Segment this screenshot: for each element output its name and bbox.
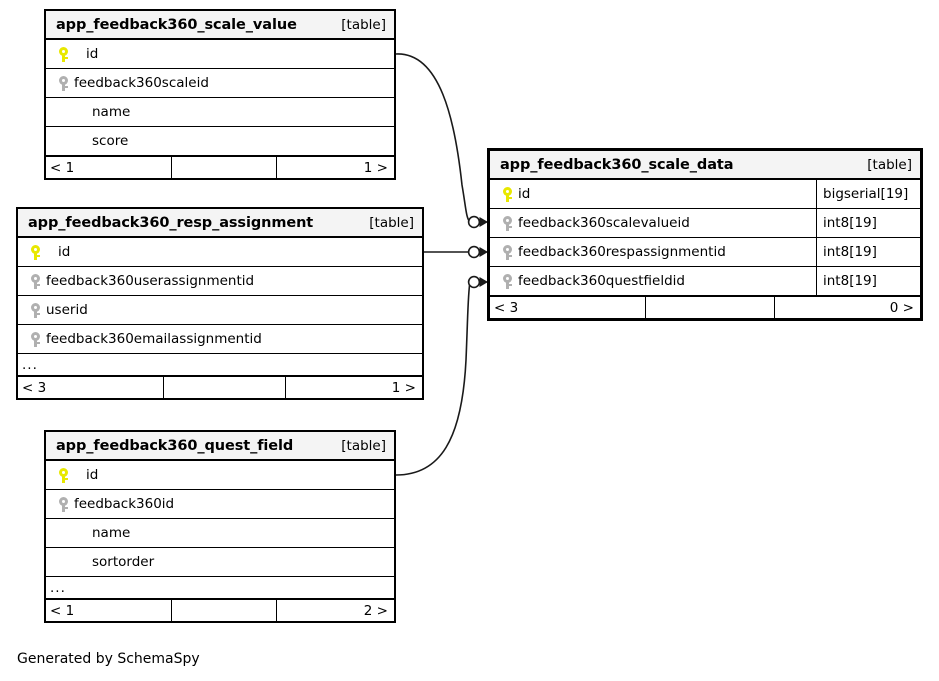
column-row-name[interactable]: name	[46, 98, 394, 127]
foreign-key-icon	[52, 496, 74, 512]
table-title: app_feedback360_scale_data	[500, 156, 734, 173]
column-name: userid	[46, 302, 88, 318]
column-name: sortorder	[92, 554, 155, 570]
table-app-feedback360-scale-value[interactable]: app_feedback360_scale_value [table] id f…	[44, 9, 396, 180]
footer-middle-cell	[163, 377, 284, 398]
table-app-feedback360-resp-assignment[interactable]: app_feedback360_resp_assignment [table] …	[16, 207, 424, 400]
table-header: app_feedback360_resp_assignment [table]	[18, 209, 422, 238]
table-degree-footer: < 1 2 >	[46, 599, 394, 621]
column-type: int8[19]	[816, 209, 920, 237]
column-row-feedback360userassignmentid[interactable]: feedback360userassignmentid	[18, 267, 422, 296]
foreign-key-icon	[52, 75, 74, 91]
column-row-feedback360id[interactable]: feedback360id	[46, 490, 394, 519]
foreign-key-icon	[24, 331, 46, 347]
footer-middle-cell	[171, 600, 275, 621]
foreign-key-icon	[24, 273, 46, 289]
column-name: score	[92, 133, 129, 149]
table-app-feedback360-quest-field[interactable]: app_feedback360_quest_field [table] id f…	[44, 430, 396, 623]
table-degree-footer: < 1 1 >	[46, 156, 394, 178]
children-count: 1 >	[275, 157, 394, 178]
column-name: feedback360id	[74, 496, 175, 512]
table-title: app_feedback360_quest_field	[56, 437, 294, 454]
column-name: feedback360scaleid	[74, 75, 209, 91]
parents-count: < 1	[50, 159, 75, 176]
column-row-feedback360questfieldid[interactable]: feedback360questfieldid int8[19]	[490, 267, 920, 296]
foreign-key-icon	[496, 215, 518, 231]
parents-count: < 3	[494, 299, 519, 316]
column-row-feedback360emailassignmentid[interactable]: feedback360emailassignmentid	[18, 325, 422, 354]
primary-key-icon	[24, 244, 46, 260]
primary-key-icon	[52, 467, 74, 483]
table-title: app_feedback360_scale_value	[56, 16, 297, 33]
table-degree-footer: < 3 0 >	[490, 296, 920, 318]
column-row-feedback360scaleid[interactable]: feedback360scaleid	[46, 69, 394, 98]
column-row-feedback360respassignmentid[interactable]: feedback360respassignmentid int8[19]	[490, 238, 920, 267]
column-row-feedback360scalevalueid[interactable]: feedback360scalevalueid int8[19]	[490, 209, 920, 238]
column-row-id[interactable]: id	[46, 461, 394, 490]
table-header: app_feedback360_scale_data [table]	[490, 151, 920, 180]
column-row-id[interactable]: id	[46, 40, 394, 69]
table-kind-label: [table]	[341, 16, 386, 33]
edge-endpoint-respassignmentid	[467, 245, 488, 259]
table-app-feedback360-scale-data[interactable]: app_feedback360_scale_data [table] id bi…	[487, 148, 923, 321]
column-row-userid[interactable]: userid	[18, 296, 422, 325]
edge-endpoint-questfieldid	[467, 275, 488, 289]
children-count: 1 >	[284, 377, 422, 398]
foreign-key-icon	[496, 244, 518, 260]
parents-count: < 1	[50, 602, 75, 619]
generated-by-credit: Generated by SchemaSpy	[17, 651, 200, 667]
table-kind-label: [table]	[369, 214, 414, 231]
foreign-key-icon	[24, 302, 46, 318]
table-degree-footer: < 3 1 >	[18, 376, 422, 398]
column-row-score[interactable]: score	[46, 127, 394, 156]
column-name: id	[86, 46, 99, 62]
column-row-sortorder[interactable]: sortorder	[46, 548, 394, 577]
footer-middle-cell	[644, 297, 774, 318]
column-type: int8[19]	[816, 238, 920, 266]
primary-key-icon	[52, 46, 74, 62]
column-type: int8[19]	[816, 267, 920, 295]
table-header: app_feedback360_scale_value [table]	[46, 11, 394, 40]
column-name: feedback360respassignmentid	[518, 244, 726, 260]
children-count: 0 >	[773, 297, 920, 318]
children-count: 2 >	[275, 600, 394, 621]
edge-endpoint-scale-valueid	[467, 215, 488, 229]
edge-scale-value-to-scale-data	[395, 53, 471, 223]
footer-middle-cell	[171, 157, 275, 178]
primary-key-icon	[496, 186, 518, 202]
column-name: name	[92, 104, 131, 120]
column-name: feedback360userassignmentid	[46, 273, 255, 289]
parents-count: < 3	[22, 379, 47, 396]
column-name: id	[58, 244, 71, 260]
column-row-name[interactable]: name	[46, 519, 394, 548]
table-header: app_feedback360_quest_field [table]	[46, 432, 394, 461]
column-name: feedback360scalevalueid	[518, 215, 690, 231]
more-columns-indicator: ...	[18, 354, 422, 376]
table-kind-label: [table]	[867, 156, 912, 173]
table-title: app_feedback360_resp_assignment	[28, 214, 314, 231]
foreign-key-icon	[496, 273, 518, 289]
column-row-id[interactable]: id	[18, 238, 422, 267]
column-name: feedback360emailassignmentid	[46, 331, 262, 347]
column-name: name	[92, 525, 131, 541]
column-type: bigserial[19]	[816, 180, 920, 208]
table-kind-label: [table]	[341, 437, 386, 454]
column-name: id	[518, 186, 531, 202]
column-name: id	[86, 467, 99, 483]
column-name: feedback360questfieldid	[518, 273, 685, 289]
more-columns-indicator: ...	[46, 577, 394, 599]
column-row-id[interactable]: id bigserial[19]	[490, 180, 920, 209]
